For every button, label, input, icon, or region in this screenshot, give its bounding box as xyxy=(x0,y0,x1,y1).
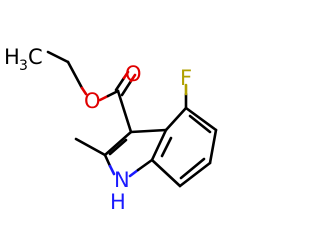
bond-carbonyl-double-a-red xyxy=(122,70,130,80)
bond-inner-c7a-c3a xyxy=(160,136,173,158)
bond-carbonyl-double-a xyxy=(114,76,126,92)
ester-oxygen-label: O xyxy=(84,89,101,113)
fluorine-label: F xyxy=(180,66,192,90)
bond-c2-n xyxy=(103,153,112,168)
nitrogen-label: N xyxy=(114,168,130,192)
bond-n-c7a xyxy=(136,158,154,172)
bond-carbonyl-c3 xyxy=(116,89,133,134)
methyl-c-label: C xyxy=(28,45,43,69)
bond-ch3-ch2 xyxy=(46,50,70,64)
bond-ch2-o xyxy=(66,60,84,90)
bond-c2-n-blue xyxy=(108,164,116,176)
molecule-canvas: H 3 C O O F N H xyxy=(4,45,218,214)
methyl-subscript-label: 3 xyxy=(19,58,28,74)
nh-hydrogen-label: H xyxy=(110,190,126,214)
bond-c5-c6 xyxy=(208,128,218,165)
bond-inner-c4-c5 xyxy=(188,114,212,134)
carbonyl-oxygen-label: O xyxy=(125,62,142,86)
bond-c3a-c4 xyxy=(164,106,188,132)
bond-c3-c3a xyxy=(129,128,168,134)
bond-c2-methyl xyxy=(74,137,107,157)
bond-carbonyl-double-b xyxy=(120,79,133,97)
methyl-h-label: H xyxy=(4,45,20,69)
bond-o-carbonyl xyxy=(106,89,120,98)
bond-o-c-red xyxy=(98,94,110,102)
bond-c6-c7 xyxy=(178,161,212,188)
bond-ch2-o-red xyxy=(80,86,88,96)
bond-c3-c2-double xyxy=(108,138,128,156)
bond-inner-c6-c7 xyxy=(179,157,206,180)
structure-diagram: H 3 C O O F N H xyxy=(4,45,218,214)
bond-c4-c5 xyxy=(184,106,218,132)
bond-c7-c7a xyxy=(150,158,182,188)
bond-c3a-c7a xyxy=(150,128,168,162)
bond-n-c7a-blue xyxy=(128,168,140,178)
bond-carbonyl-double-b-red xyxy=(129,73,137,83)
bond-c3-c2 xyxy=(103,130,133,157)
